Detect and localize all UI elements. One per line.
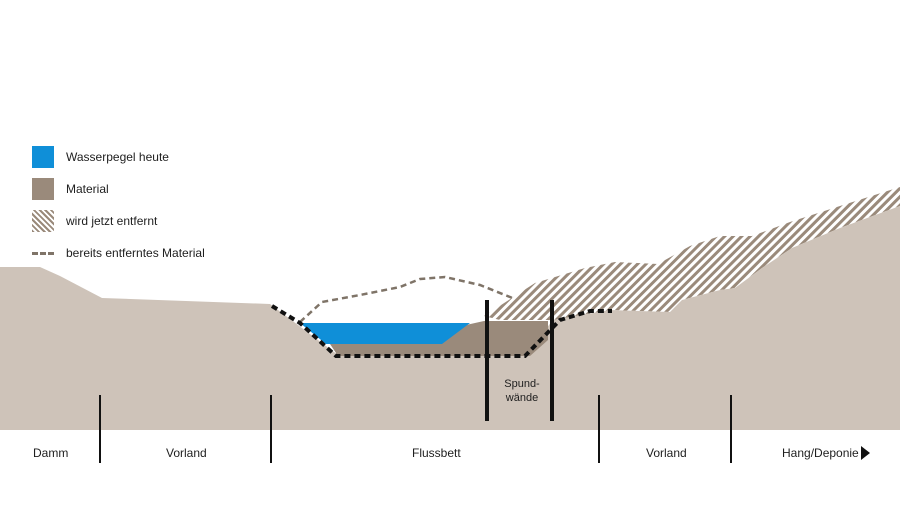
zone-label-flussbett: Flussbett — [412, 446, 461, 460]
sheet-pile-label-line2: wände — [505, 392, 539, 404]
hatch-swatch — [32, 210, 54, 232]
zone-label-vorland-left: Vorland — [166, 446, 207, 460]
hatched-material-area — [484, 187, 900, 320]
zone-label-hang: Hang/Deponie — [782, 446, 859, 460]
legend-label-hatch: wird jetzt entfernt — [66, 214, 158, 228]
material-layer — [330, 321, 548, 356]
ground-profile — [0, 206, 900, 430]
legend-label-material: Material — [66, 182, 109, 196]
legend-label-water: Wasserpegel heute — [66, 150, 169, 164]
zone-label-damm: Damm — [33, 446, 69, 460]
dashed-line-swatch — [32, 252, 54, 255]
zone-label-vorland-right: Vorland — [646, 446, 687, 460]
sheet-pile-label: Spund- wände — [500, 377, 544, 405]
legend-label-removed: bereits entferntes Material — [66, 246, 205, 260]
water-swatch — [32, 146, 54, 168]
material-swatch — [32, 178, 54, 200]
excavation-boundary — [270, 304, 612, 358]
sheet-pile-label-line1: Spund- — [504, 378, 540, 390]
water-level — [300, 323, 470, 344]
removed-material-outline — [299, 275, 516, 323]
arrow-right-icon — [861, 446, 870, 460]
